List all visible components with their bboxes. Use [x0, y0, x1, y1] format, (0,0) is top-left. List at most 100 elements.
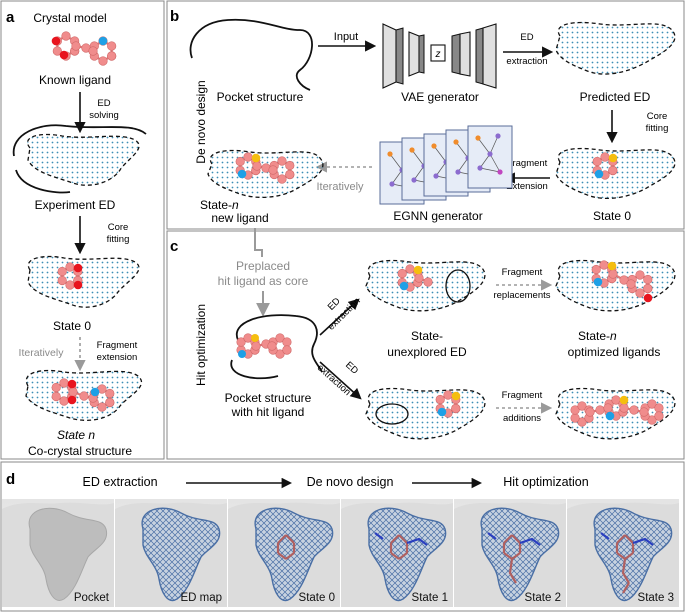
graph-node: [475, 135, 481, 141]
ligand-stick: [277, 534, 287, 544]
frag-add-1: Fragment: [502, 390, 543, 401]
hit-ligand-molecule: [236, 333, 292, 359]
state-n-shape-a: [25, 369, 143, 421]
atom: [107, 51, 117, 61]
atom: [285, 160, 295, 171]
panel-d-letter: d: [6, 471, 15, 488]
ligand-stick: [398, 534, 408, 544]
atom: [88, 46, 98, 56]
atom: [397, 268, 407, 279]
atom: [282, 345, 292, 355]
atom: [277, 156, 287, 166]
atom: [570, 413, 580, 423]
de-novo-side-label: De novo design: [194, 80, 208, 163]
atom-red: [51, 36, 61, 46]
atom: [57, 266, 67, 277]
optimized-1: State-: [578, 329, 610, 343]
atom: [97, 402, 107, 412]
panel-d-frame: [0, 461, 685, 612]
graph-edge: [389, 153, 403, 171]
render-label: State 2: [525, 592, 561, 604]
atom: [251, 341, 261, 351]
panel-a-letter: a: [6, 9, 15, 26]
frag-ext-a-1: Fragment: [97, 340, 138, 351]
graph-node: [453, 139, 459, 145]
predicted-ed-shape: [555, 21, 676, 75]
atom: [451, 403, 461, 414]
atom: [608, 269, 618, 279]
graph-node: [497, 169, 503, 175]
ed-extraction-arrow-down: [319, 361, 362, 400]
atom-yellow: [451, 391, 461, 401]
atom-yellow: [607, 261, 617, 271]
latent-z-label: z: [435, 49, 441, 60]
hit-opt-side-label: Hit optimization: [194, 304, 208, 386]
state-n-b-1: State-: [200, 198, 232, 212]
ligand-stick: [390, 534, 400, 544]
render-label: State 1: [412, 592, 448, 604]
iteratively-label-a: Iteratively: [19, 347, 65, 359]
atom: [65, 280, 75, 290]
atom: [608, 165, 618, 176]
atom: [51, 382, 61, 393]
atom: [61, 31, 71, 41]
pocket-outline-b: [189, 18, 313, 91]
atom-blue: [238, 350, 246, 358]
atom: [68, 387, 78, 397]
atom: [107, 41, 117, 51]
graph-edge: [411, 149, 425, 167]
unexplored-ed-shape: [365, 259, 486, 312]
ligand-stick: [508, 558, 517, 584]
atom: [600, 152, 610, 162]
atom: [635, 288, 645, 298]
pocket-surface: [28, 507, 108, 601]
frag-repl-1: Fragment: [502, 267, 543, 278]
optimized-2: n: [610, 329, 617, 343]
atom: [585, 407, 595, 417]
state-n-label-a: State n: [57, 428, 95, 442]
ligand-stick: [511, 552, 521, 560]
atom: [643, 274, 653, 285]
render-tile: State 2: [454, 499, 566, 607]
atom: [268, 165, 278, 175]
atom-red: [67, 395, 77, 405]
stage-ed-extraction: ED extraction: [82, 475, 157, 489]
atom-yellow: [251, 334, 259, 342]
atom: [275, 333, 285, 343]
predicted-ed-label: Predicted ED: [580, 90, 651, 104]
atom: [236, 337, 246, 347]
graph-edge: [457, 157, 469, 173]
atom-blue: [98, 36, 108, 46]
graph-node: [431, 143, 437, 149]
atom-blue: [399, 281, 409, 291]
pocket-outline-c: [230, 314, 323, 380]
unexplored-1: State-: [411, 329, 443, 343]
ligand-stick: [503, 534, 513, 544]
experiment-ed-label: Experiment ED: [35, 198, 116, 212]
atom-blue: [594, 169, 604, 179]
graph-node: [495, 133, 501, 139]
core-fitting-b-1: Core: [647, 111, 668, 122]
atom: [51, 391, 61, 402]
preplaced-1: Preplaced: [236, 259, 290, 273]
frag-ext-b-1: Fragment: [507, 158, 548, 169]
render-label: State 3: [638, 592, 674, 604]
atom-yellow: [608, 153, 618, 163]
atom: [59, 396, 69, 406]
egnn-graphs: [379, 125, 513, 205]
ed-density-blob: [27, 133, 140, 186]
ed-extraction-b-1: ED: [520, 32, 533, 43]
atom: [285, 169, 295, 180]
ed-solving-label-1: ED: [97, 98, 110, 109]
ligand-stick-n: [487, 532, 497, 540]
cocrystal-label: Co-crystal structure: [28, 444, 132, 458]
ligand-stick: [277, 552, 287, 560]
atom: [639, 407, 649, 417]
atom: [235, 156, 245, 167]
addition-left-shape: [365, 387, 486, 440]
experiment-ed-shape: [12, 124, 147, 194]
optimized-3: optimized ligands: [568, 345, 661, 359]
